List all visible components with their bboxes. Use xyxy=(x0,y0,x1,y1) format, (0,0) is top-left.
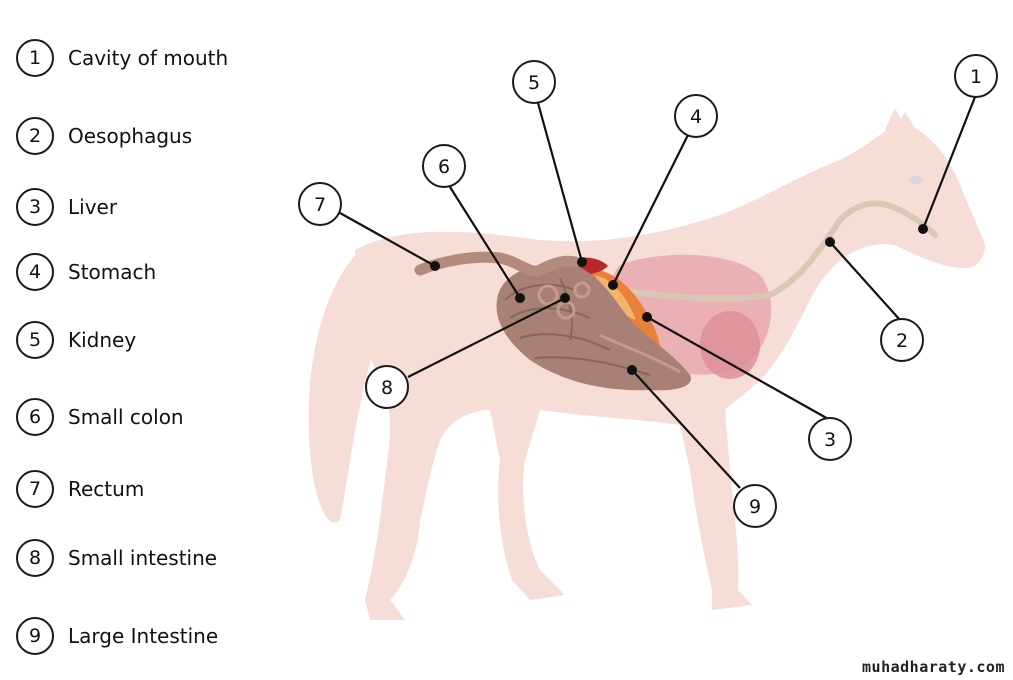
legend-label: Rectum xyxy=(68,477,145,501)
legend-item-cavity-of-mouth: 1 Cavity of mouth xyxy=(16,36,228,80)
legend-number: 7 xyxy=(16,470,54,508)
legend-number: 2 xyxy=(16,117,54,155)
legend-item-rectum: 7 Rectum xyxy=(16,467,144,511)
marker-7-number: 7 xyxy=(314,194,326,216)
legend-item-small-intestine: 8 Small intestine xyxy=(16,536,217,580)
legend-number: 1 xyxy=(16,39,54,77)
leader-1 xyxy=(918,96,977,234)
legend-number: 9 xyxy=(16,617,54,655)
legend-item-kidney: 5 Kidney xyxy=(16,318,136,362)
legend-item-stomach: 4 Stomach xyxy=(16,250,156,294)
marker-7: 7 xyxy=(298,182,342,226)
leader-7 xyxy=(339,212,440,271)
leader-8 xyxy=(407,293,570,378)
leader-9 xyxy=(627,365,741,489)
legend-label: Small colon xyxy=(68,405,184,429)
horse-eye xyxy=(909,176,923,184)
legend-number: 4 xyxy=(16,253,54,291)
leader-3 xyxy=(642,312,831,421)
marker-3-number: 3 xyxy=(824,429,836,451)
legend-label: Liver xyxy=(68,195,118,219)
marker-1-number: 1 xyxy=(970,66,982,88)
watermark-text: muhadharaty.com xyxy=(862,658,1005,676)
legend-number: 8 xyxy=(16,539,54,577)
leader-2 xyxy=(825,237,901,321)
marker-2: 2 xyxy=(880,318,924,362)
legend-number: 5 xyxy=(16,321,54,359)
legend-label: Small intestine xyxy=(68,546,218,570)
marker-9: 9 xyxy=(733,484,777,528)
stomach-bulge xyxy=(700,311,760,379)
legend-label: Oesophagus xyxy=(68,124,193,148)
marker-6: 6 xyxy=(422,144,466,188)
rectum-shape xyxy=(414,251,581,277)
legend: 1 Cavity of mouth 2 Oesophagus 3 Liver 4… xyxy=(0,0,290,680)
legend-item-oesophagus: 2 Oesophagus xyxy=(16,114,192,158)
marker-3: 3 xyxy=(808,417,852,461)
legend-item-small-colon: 6 Small colon xyxy=(16,395,184,439)
marker-4-number: 4 xyxy=(690,106,702,128)
marker-6-number: 6 xyxy=(438,156,450,178)
marker-1: 1 xyxy=(954,54,998,98)
marker-5-number: 5 xyxy=(528,72,540,94)
legend-item-liver: 3 Liver xyxy=(16,185,117,229)
legend-number: 3 xyxy=(16,188,54,226)
marker-5: 5 xyxy=(512,60,556,104)
legend-label: Kidney xyxy=(68,328,137,352)
legend-item-large-intestine: 9 Large Intestine xyxy=(16,614,218,658)
marker-8: 8 xyxy=(365,365,409,409)
liver-highlight xyxy=(595,275,636,320)
marker-8-number: 8 xyxy=(381,377,393,399)
leader-6 xyxy=(449,186,525,303)
leader-lines xyxy=(339,96,977,489)
marker-9-number: 9 xyxy=(749,496,761,518)
marker-4: 4 xyxy=(674,94,718,138)
marker-2-number: 2 xyxy=(896,330,908,352)
legend-label: Large Intestine xyxy=(68,624,219,648)
legend-label: Stomach xyxy=(68,260,157,284)
leader-5 xyxy=(536,102,587,267)
leader-4 xyxy=(608,134,689,290)
legend-number: 6 xyxy=(16,398,54,436)
legend-label: Cavity of mouth xyxy=(68,46,229,70)
